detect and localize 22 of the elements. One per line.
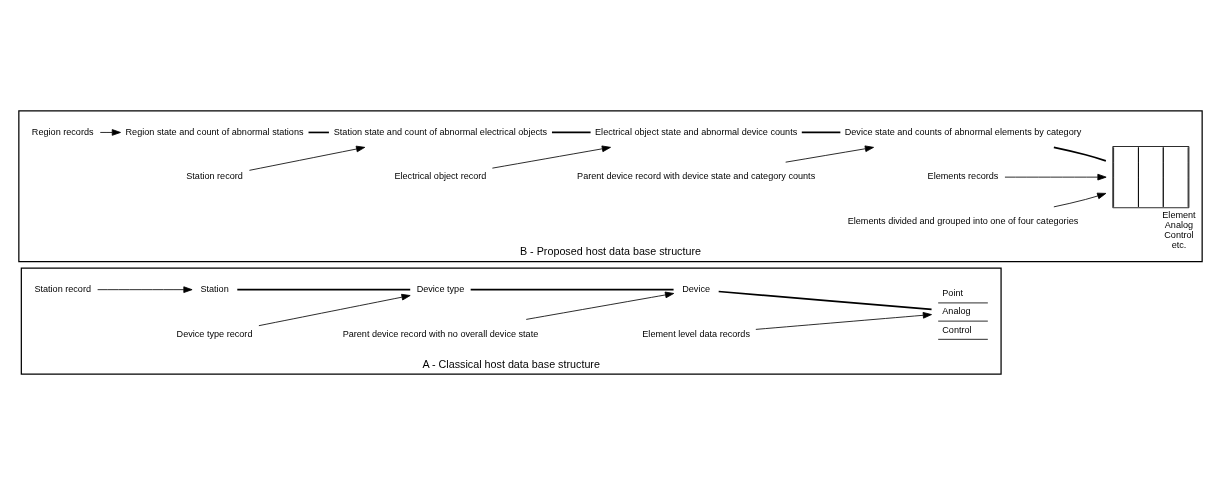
node-text: Element level data records xyxy=(642,328,750,339)
node-text: Electrical object record xyxy=(394,171,487,182)
node-text: Device type record xyxy=(176,328,253,339)
node-text: Elements records xyxy=(927,171,999,182)
node-label: Control xyxy=(1164,230,1194,241)
node-text: Station record xyxy=(186,171,243,182)
node-text: Device type xyxy=(416,283,465,294)
node-text: Region records xyxy=(31,126,94,137)
node-label: Analog xyxy=(1164,220,1194,231)
node-label: Element xyxy=(1162,210,1196,221)
node-text: Station state and count of abnormal electrical objects xyxy=(333,126,548,137)
node-text: Electrical object state and abnormal device counts xyxy=(595,126,798,137)
node-text: Parent device record with device state and category counts xyxy=(577,171,816,182)
node-text: Point Analog Control xyxy=(942,288,972,335)
node-text: Region state and count of abnormal stations xyxy=(125,126,304,137)
node-text: Elements divided and grouped into one of four categories xyxy=(847,216,1079,227)
node-text: Parent device record with no overall device state xyxy=(342,328,539,339)
node-label: etc. xyxy=(1171,240,1187,251)
node-text: Device xyxy=(682,283,711,294)
node-text: Station xyxy=(200,283,229,294)
node-text: Device state and counts of abnormal elements by category xyxy=(844,126,1082,137)
node-text: Station record xyxy=(34,283,92,294)
